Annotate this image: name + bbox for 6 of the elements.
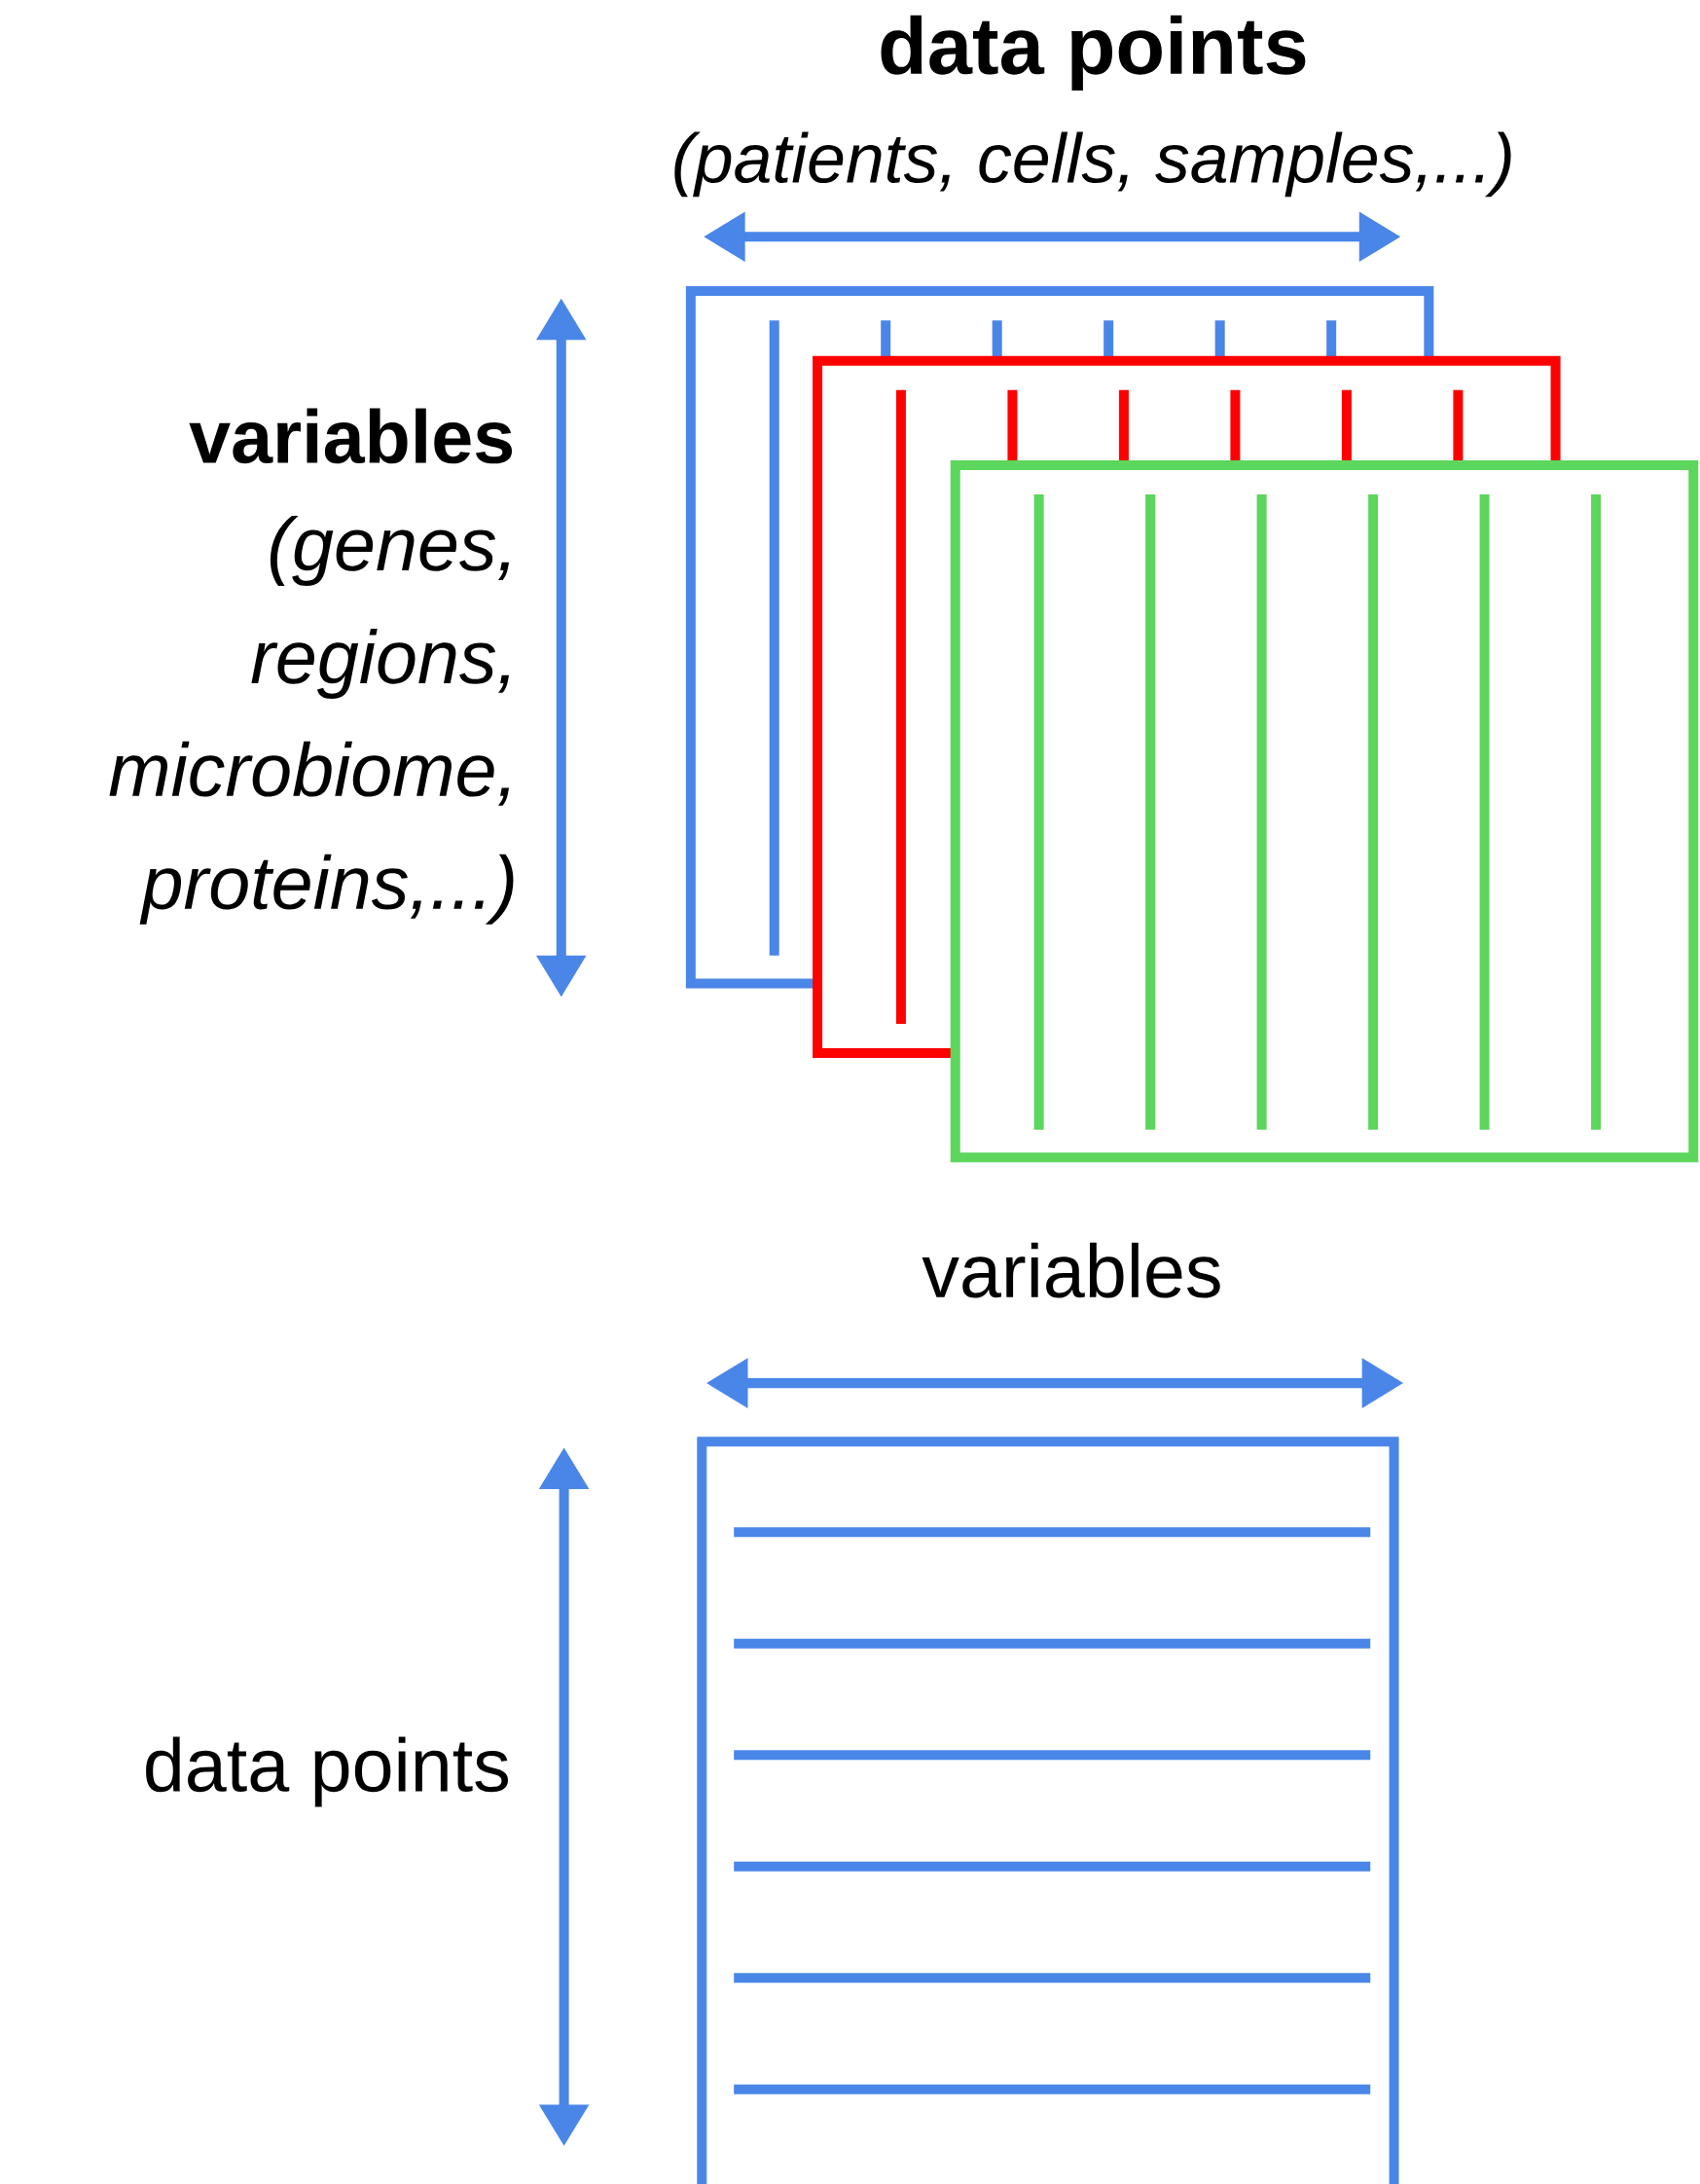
axis-label: variables bbox=[922, 1242, 1220, 1298]
axis-label: data points bbox=[881, 15, 1306, 91]
axis-label: variables bbox=[189, 408, 512, 464]
axis-label: (patients, cells, samples,...) bbox=[674, 131, 1511, 198]
axis-label: data points bbox=[145, 1736, 508, 1807]
axis-label: (genes, regions, microbiome, proteins,...) bbox=[109, 516, 514, 925]
